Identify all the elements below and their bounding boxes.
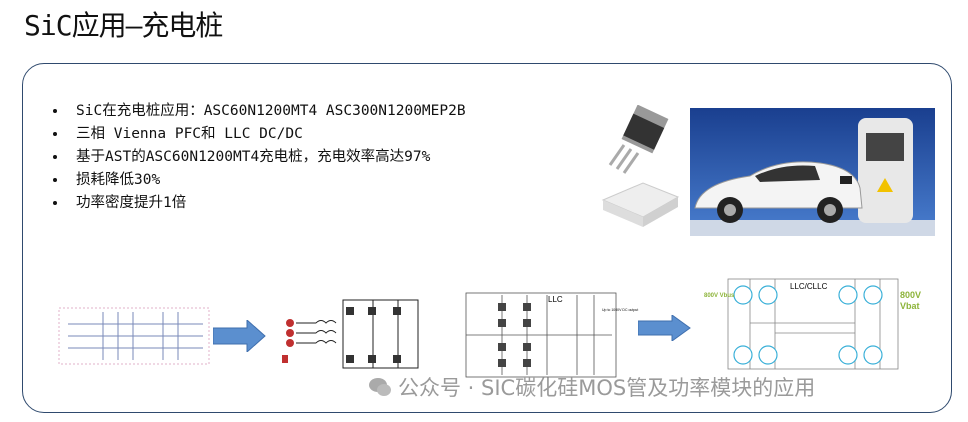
vienna-pfc-schematic: [58, 307, 210, 365]
arrow-right-icon: [213, 320, 266, 352]
cllc-label: LLC/CLLC: [790, 282, 828, 291]
watermark-text: 公众号 · SIC碳化硅MOS管及功率模块的应用: [398, 376, 816, 400]
bullet-item: SiC在充电桩应用：ASC60N1200MT4 ASC300N1200MEP2B: [68, 100, 466, 123]
sic-device-image: [601, 105, 680, 227]
bullet-item: 损耗降低30%: [68, 169, 466, 192]
charging-car-photo: [690, 108, 935, 236]
bullet-list: SiC在充电桩应用：ASC60N1200MT4 ASC300N1200MEP2B…: [48, 100, 466, 215]
llc-schematic: LLC Up to 1000V DC output: [465, 292, 638, 378]
vbus-label: 800V Vbus: [704, 293, 735, 299]
pfc-schematic: [282, 299, 419, 369]
vbat-label: 800V Vbat: [900, 290, 922, 311]
content-panel: [22, 63, 952, 413]
llc-output-label: Up to 1000V DC output: [602, 308, 638, 312]
arrow-right-icon: [638, 315, 691, 341]
wechat-icon: [369, 378, 391, 396]
page-title: SiC应用—充电桩: [24, 9, 223, 42]
watermark: 公众号 · SIC碳化硅MOS管及功率模块的应用: [368, 372, 815, 402]
bullet-item: 基于AST的ASC60N1200MT4充电桩，充电效率高达97%: [68, 146, 466, 169]
bullet-item: 三相 Vienna PFC和 LLC DC/DC: [68, 123, 466, 146]
cllc-schematic: LLC/CLLC 800V Vbus: [704, 278, 899, 370]
bullet-item: 功率密度提升1倍: [68, 192, 466, 215]
llc-label: LLC: [548, 295, 563, 304]
